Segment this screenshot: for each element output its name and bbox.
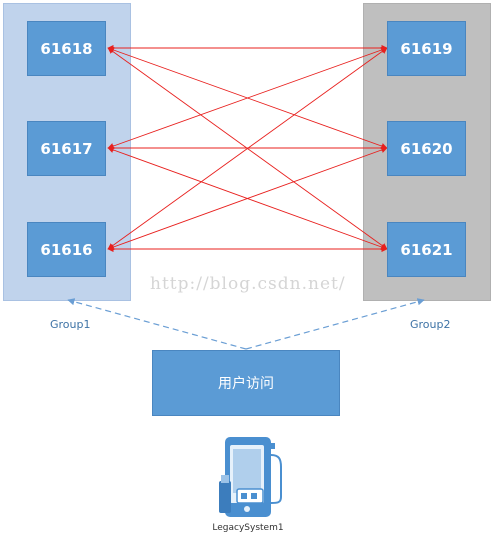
legacy-system-label: LegacySystem1 [212, 523, 284, 533]
watermark-text: http://blog.csdn.net/ [150, 274, 346, 294]
node-61619: 61619 [387, 21, 466, 76]
node-61616: 61616 [27, 222, 106, 277]
dashed-links [67, 298, 425, 350]
node-connections [107, 44, 388, 253]
node-61618: 61618 [27, 21, 106, 76]
link-61616-61620 [107, 146, 388, 251]
phone-with-usb-drive-icon [219, 437, 282, 517]
node-61620: 61620 [387, 121, 466, 176]
group1-label: Group1 [50, 318, 91, 331]
dashed-link-group2 [245, 298, 425, 350]
user-access-box: 用户访问 [152, 350, 340, 416]
node-61617: 61617 [27, 121, 106, 176]
dashed-link-group1 [67, 298, 247, 350]
node-61621: 61621 [387, 222, 466, 277]
group2-label: Group2 [410, 318, 451, 331]
